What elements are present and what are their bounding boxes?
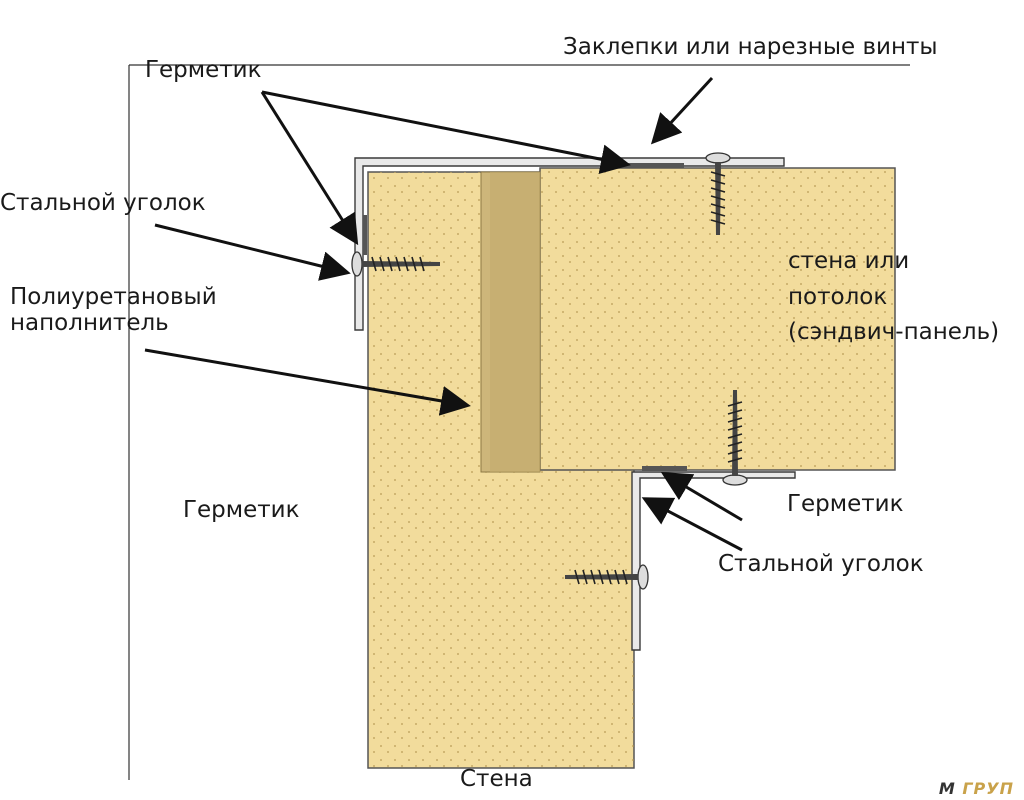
arrow-rivets: [650, 76, 714, 145]
arrow-sealant-left: [260, 91, 359, 246]
label-polyurethane-line2: наполнитель: [10, 310, 169, 337]
steel-angle-top: [354, 157, 785, 331]
label-polyurethane-line1: Полиуретановый: [10, 284, 217, 310]
logo-text: ГРУП: [962, 779, 1014, 798]
screw-ceiling-bottom: [722, 390, 748, 486]
sealant-top: [612, 163, 684, 168]
label-sealant-left: Герметик: [183, 497, 300, 523]
sealant-left-top: [363, 215, 367, 255]
sealant-bottom: [642, 466, 687, 471]
arrow-steel-angle-right: [641, 497, 743, 552]
polyurethane-insert-shade: [490, 172, 540, 472]
screw-right: [565, 564, 649, 590]
logo-mark: M: [938, 779, 956, 798]
label-sealant-top: Герметик: [145, 57, 262, 83]
label-steel-angle-left: Стальной уголок: [0, 190, 206, 216]
arrow-steel-angle-left: [154, 223, 351, 281]
screw-top: [705, 152, 731, 235]
company-logo: M ГРУП: [939, 779, 1014, 798]
label-wall-or-ceiling-line3: (сэндвич-панель): [788, 319, 1000, 346]
label-steel-angle-right: Стальной уголок: [718, 551, 924, 577]
screw-left: [351, 251, 440, 277]
label-wall: Стена: [460, 766, 533, 792]
label-wall-or-ceiling-line1: стена или: [788, 248, 910, 274]
arrow-sealant-top: [261, 90, 631, 175]
label-sealant-right: Герметик: [787, 491, 904, 517]
label-wall-or-ceiling-line2: потолок: [788, 283, 888, 310]
label-polyurethane: Полиуретановый наполнитель: [10, 284, 217, 337]
arrow-polyurethane: [144, 348, 471, 416]
steel-angle-bottom: [631, 471, 796, 651]
label-wall-or-ceiling: стена или потолок (сэндвич-панель): [788, 244, 999, 351]
label-rivets: Заклепки или нарезные винты: [563, 34, 938, 60]
arrow-sealant-right: [660, 471, 743, 522]
